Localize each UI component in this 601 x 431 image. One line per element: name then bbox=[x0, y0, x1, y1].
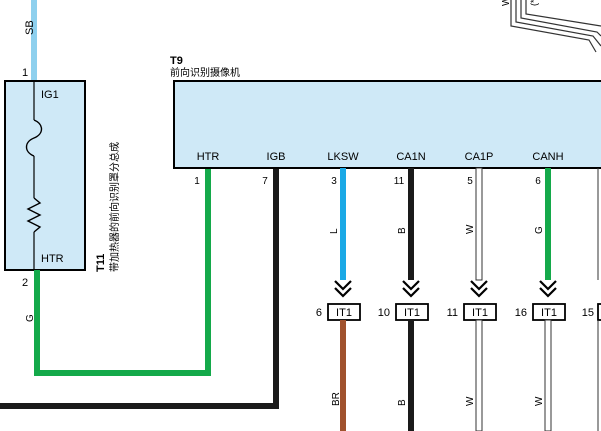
resistor-icon bbox=[26, 197, 42, 233]
connector-box-5 bbox=[597, 303, 601, 321]
connector-label-4: IT1 bbox=[541, 307, 557, 319]
camera-t9: T9 前向识别摄像机 HTR IGB LKSW CA1N CA1P CANH 1… bbox=[170, 55, 601, 187]
camera-pin-number-lksw: 3 bbox=[331, 176, 337, 187]
wire-ca1p-upper bbox=[475, 167, 483, 281]
connector-pin-2: 10 bbox=[378, 307, 390, 319]
camera-pin-number-ca1n: 11 bbox=[394, 176, 405, 187]
lower-wire-color-3: W bbox=[465, 396, 476, 406]
camera-id: T9 bbox=[170, 55, 183, 67]
top-right-twisted-pair: W (* bbox=[501, 0, 601, 53]
camera-pin-number-canh: 6 bbox=[535, 176, 541, 187]
sb-wire-pin-label: 1 bbox=[22, 67, 28, 79]
upper-wires: L B W G bbox=[329, 167, 599, 281]
wire-lower-2 bbox=[408, 320, 414, 431]
connector-pin-3: 11 bbox=[447, 307, 458, 319]
camera-pin-label-igb: IGB bbox=[267, 151, 286, 163]
wire-lower-4 bbox=[544, 319, 552, 431]
connector-chevrons bbox=[334, 280, 557, 298]
heater-top-pin-label: IG1 bbox=[41, 89, 59, 101]
heater-assembly-id: T11 bbox=[95, 254, 107, 272]
wire-lower-1 bbox=[340, 320, 346, 431]
camera-pin-number-htr: 1 bbox=[194, 176, 200, 187]
heater-assembly-name: 带加热器的前向识别罩分总成 bbox=[108, 142, 121, 272]
lower-wire-color-4: W bbox=[534, 396, 545, 406]
camera-pin-label-ca1p: CA1P bbox=[465, 151, 494, 163]
camera-pin-number-ca1p: 5 bbox=[467, 176, 473, 187]
wire-lksw-upper bbox=[340, 168, 346, 280]
camera-box bbox=[173, 80, 601, 169]
chevron-down-icon bbox=[539, 280, 557, 298]
connector-pin-1: 6 bbox=[316, 307, 322, 319]
wire-ca1n-upper bbox=[408, 168, 414, 280]
camera-pin-label-lksw: LKSW bbox=[327, 151, 359, 163]
heater-assembly-box bbox=[4, 80, 86, 271]
camera-pin-number-igb: 7 bbox=[262, 176, 268, 187]
camera-name: 前向识别摄像机 bbox=[170, 66, 240, 79]
wire-color-lksw: L bbox=[329, 228, 340, 234]
heater-bottom-pin-label: HTR bbox=[41, 253, 64, 265]
chevron-down-icon bbox=[334, 280, 352, 298]
chevron-down-icon bbox=[402, 280, 420, 298]
sb-wire-color-label: SB bbox=[24, 20, 36, 35]
sb-wire bbox=[31, 0, 37, 81]
connector-row: IT1 IT1 IT1 IT1 6 10 11 16 15 bbox=[316, 303, 601, 321]
heater-green-wire-group: 2 G bbox=[22, 168, 211, 376]
connector-label-3: IT1 bbox=[472, 307, 488, 319]
top-right-mark: (* bbox=[529, 0, 539, 6]
heater-assembly-t11: IG1 HTR T11 带加热器的前向识别罩分总成 bbox=[4, 80, 121, 272]
camera-pin-label-ca1n: CA1N bbox=[396, 151, 425, 163]
wire-lower-3 bbox=[475, 319, 483, 431]
top-right-wire-color: W bbox=[501, 0, 512, 6]
connector-pin-5: 15 bbox=[582, 307, 594, 319]
wire-canh-upper bbox=[545, 168, 551, 280]
connector-pin-4: 16 bbox=[515, 307, 527, 319]
chevron-down-icon bbox=[470, 280, 488, 298]
fuse-icon bbox=[25, 119, 43, 157]
lower-wire-color-2: B bbox=[397, 399, 408, 406]
heater-bottom-pin: 2 bbox=[22, 277, 28, 289]
sb-wire-group: SB 1 bbox=[22, 0, 37, 81]
green-wire-htr bbox=[34, 168, 211, 376]
heater-bottom-wire-color: G bbox=[25, 314, 36, 322]
wire-color-ca1p: W bbox=[465, 224, 476, 234]
connector-label-1: IT1 bbox=[336, 307, 352, 319]
wire-color-canh: G bbox=[534, 226, 545, 234]
camera-pin-label-htr: HTR bbox=[197, 151, 220, 163]
connector-label-2: IT1 bbox=[404, 307, 420, 319]
camera-pin-label-canh: CANH bbox=[532, 151, 563, 163]
lower-wire-color-1: BR bbox=[331, 392, 342, 406]
lower-wires: BR B W W bbox=[331, 319, 599, 431]
black-wire-igb bbox=[0, 168, 279, 409]
wire-color-ca1n: B bbox=[397, 227, 408, 234]
